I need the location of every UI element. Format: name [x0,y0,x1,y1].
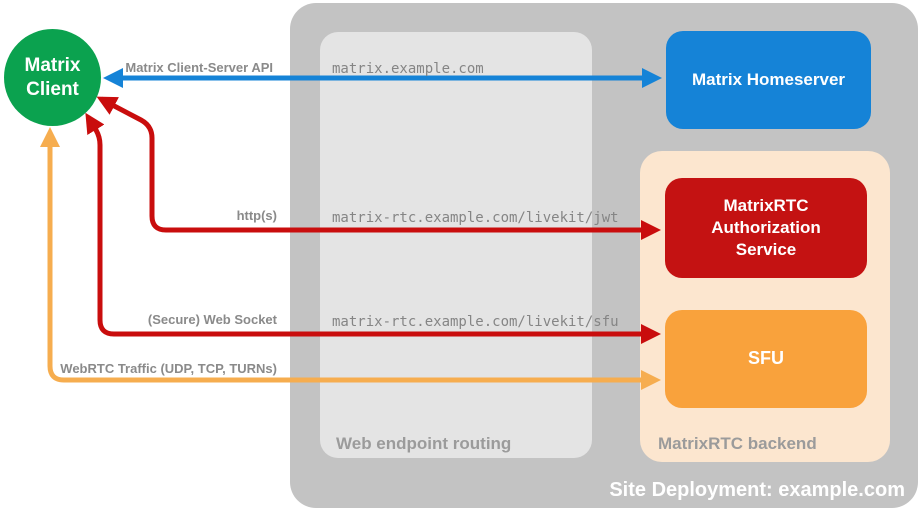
site-deployment-caption: Site Deployment: example.com [609,479,905,501]
webrtc-arrow-label: WebRTC Traffic (UDP, TCP, TURNs) [60,361,277,376]
endpoint-homeserver: matrix.example.com [332,61,484,77]
matrix-client-label: Matrix Client [24,54,81,100]
matrix-client-node: Matrix Client [4,29,101,126]
endpoint-livekit-sfu: matrix-rtc.example.com/livekit/sfu [332,314,619,330]
client-server-api-arrow-label: Matrix Client-Server API [125,60,273,75]
http-arrow-label: http(s) [236,208,277,223]
web-endpoint-routing-caption: Web endpoint routing [336,434,512,453]
sfu-label: SFU [748,348,784,369]
websocket-arrow-label: (Secure) Web Socket [147,312,277,327]
endpoint-livekit-jwt: matrix-rtc.example.com/livekit/jwt [332,210,619,226]
matrixrtc-backend-caption: MatrixRTC backend [658,434,817,453]
authorization-service-label: MatrixRTC Authorization Service [711,195,821,260]
web-endpoint-routing-container [320,32,592,458]
matrix-homeserver-label: Matrix Homeserver [691,69,846,89]
matrix-homeserver-node: Matrix Homeserver [666,31,871,129]
matrixrtc-authorization-service-node: MatrixRTC Authorization Service [665,178,867,278]
sfu-node: SFU [665,310,867,408]
